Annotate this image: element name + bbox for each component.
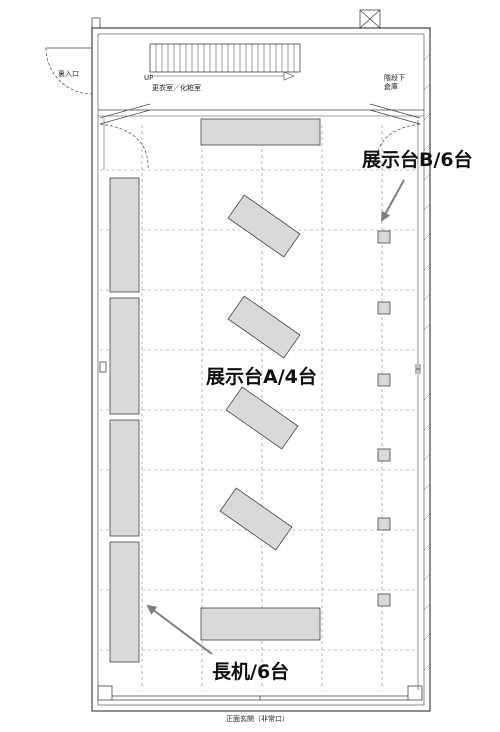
display-stand-a: [219, 487, 293, 551]
display-stands-a: [219, 194, 301, 551]
stair-up-label: UP: [144, 74, 153, 82]
basement-storage-label-2: 倉庫: [384, 82, 398, 91]
display-stand-a: [225, 386, 299, 450]
staircase: [149, 43, 301, 81]
stair-box: [149, 43, 301, 73]
bottom-long-table: [200, 607, 321, 641]
display-b-arrow: [381, 179, 405, 222]
display-stand-b: [377, 301, 391, 315]
long-table-label: 長机/6台: [212, 660, 289, 683]
display-stands-b: [377, 230, 391, 607]
display-stand-b: [377, 373, 391, 387]
upper-partitions: [99, 103, 421, 171]
display-stand-b: [377, 448, 391, 462]
display-b-label: 展示台B/6台: [362, 148, 473, 171]
service-entrance-label: 裏入口: [58, 69, 79, 78]
long-table-arrow: [146, 604, 213, 655]
display-stand-b: [377, 230, 391, 244]
display-stand-a: [227, 295, 301, 359]
wall-markers: [99, 361, 421, 374]
top-left-box: [91, 17, 101, 29]
display-stand-b: [377, 593, 391, 607]
outer-walls: [91, 27, 431, 712]
left-long-table: [109, 541, 140, 663]
stair-direction-arrowhead: [283, 71, 295, 81]
left-long-table: [109, 419, 140, 537]
vent-box: [359, 9, 381, 29]
main-entrance-door: [97, 685, 423, 701]
left-long-table: [109, 297, 140, 415]
top-long-table: [200, 118, 321, 146]
outer-wall-rect: [91, 27, 431, 712]
left-long-tables: [109, 177, 140, 663]
display-a-label: 展示台A/4台: [206, 365, 317, 388]
service-entrance-door: [45, 47, 93, 95]
dressing-room-label: 更衣室／化粧室: [152, 83, 201, 92]
basement-storage-label-1: 階段下: [384, 73, 405, 82]
right-wall-hatch: [423, 53, 431, 671]
display-stand-a: [227, 194, 301, 258]
display-stand-b: [377, 517, 391, 531]
main-entrance-label: 正面玄関（非常口）: [226, 714, 289, 723]
inner-wall-rect: [97, 33, 425, 706]
left-long-table: [109, 177, 140, 293]
